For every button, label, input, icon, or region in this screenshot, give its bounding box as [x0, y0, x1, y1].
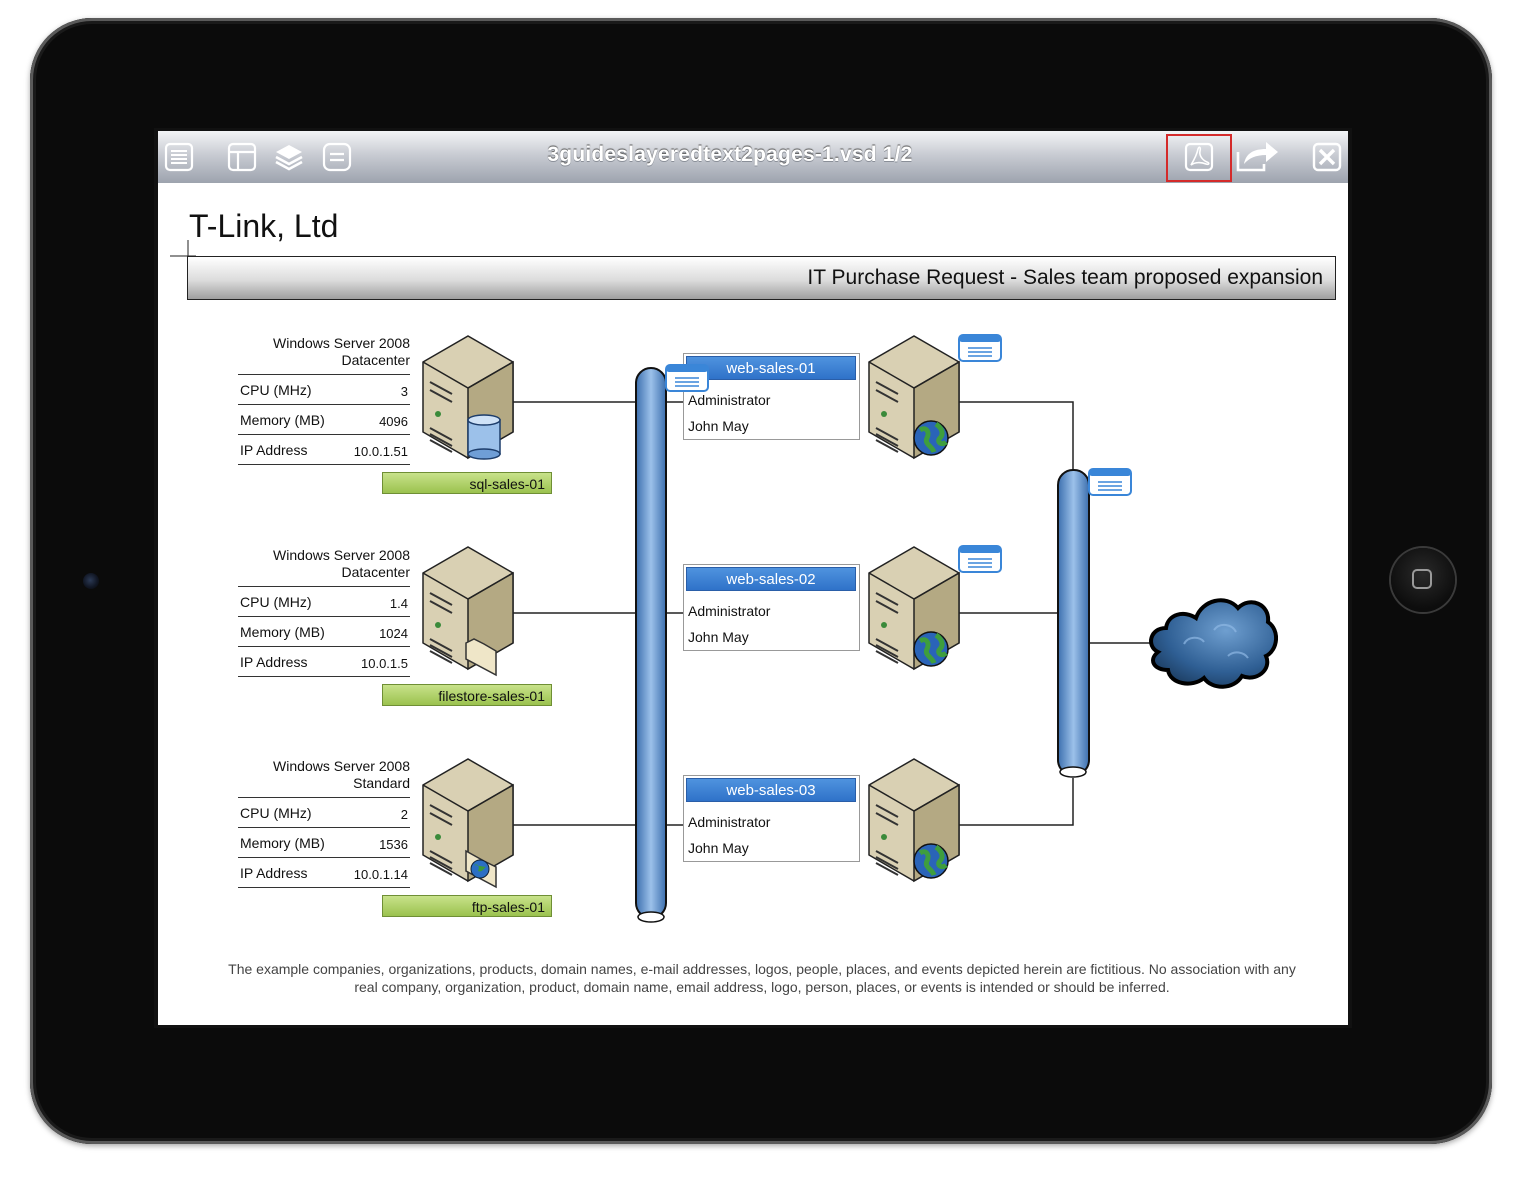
disclaimer: The example companies, organizations, pr… [190, 960, 1334, 996]
camera-icon [83, 573, 99, 589]
server-icon [422, 546, 514, 677]
web-server-role: Administrator [688, 392, 771, 408]
viewer-toolbar [158, 131, 1348, 184]
os-line: Windows Server 2008 [273, 758, 410, 774]
server-name-tag: ftp-sales-01 [382, 895, 552, 917]
os-line: Windows Server 2008 [273, 335, 410, 351]
os-line: Windows Server 2008 [273, 547, 410, 563]
layers-icon [275, 145, 303, 171]
web-server-icon [868, 335, 960, 460]
os-edition: Datacenter [341, 352, 410, 368]
web-server-name: web-sales-03 [686, 778, 856, 802]
spec-row-memory: Memory (MB)4096 [238, 404, 410, 434]
web-server-role: Administrator [688, 603, 771, 619]
globe-icon [913, 631, 949, 667]
web-server-user: John May [688, 840, 749, 856]
database-icon [467, 414, 501, 460]
disclaimer-line: real company, organization, product, dom… [354, 979, 1170, 995]
page-layout-button[interactable] [227, 142, 257, 172]
server-spec-sql: Windows Server 2008 Datacenter CPU (MHz)… [238, 335, 410, 465]
web-server-card: web-sales-02 Administrator John May [683, 564, 860, 651]
menu-button[interactable] [322, 142, 352, 172]
web-server-icon [868, 758, 960, 883]
share-button[interactable] [1234, 138, 1280, 176]
spec-row-memory: Memory (MB)1536 [238, 827, 410, 857]
spec-row-cpu: CPU (MHz)1.4 [238, 586, 410, 616]
spec-row-memory: Memory (MB)1024 [238, 616, 410, 646]
request-banner: IT Purchase Request - Sales team propose… [187, 256, 1336, 300]
close-button[interactable] [1312, 142, 1342, 172]
globe-icon [913, 420, 949, 456]
pdf-button-highlight [1166, 134, 1232, 182]
page-layout-icon [227, 142, 257, 172]
layers-button[interactable] [274, 142, 304, 172]
network-bus-left [635, 367, 667, 923]
internet-cloud-icon [1149, 598, 1278, 689]
company-title: T-Link, Ltd [189, 208, 339, 244]
close-icon [1312, 142, 1342, 172]
home-button-square-icon [1412, 569, 1432, 589]
server-name-tag: filestore-sales-01 [382, 684, 552, 706]
web-server-card: web-sales-03 Administrator John May [683, 775, 860, 862]
comment-note-icon[interactable] [665, 364, 709, 394]
os-edition: Standard [353, 775, 410, 791]
pdf-icon [1184, 142, 1214, 172]
server-name-tag: sql-sales-01 [382, 472, 552, 494]
network-bus-right [1057, 469, 1090, 778]
spec-row-cpu: CPU (MHz)3 [238, 374, 410, 404]
server-icon [422, 758, 514, 889]
web-server-card: web-sales-01 Administrator John May [683, 353, 860, 440]
comment-note-icon[interactable] [958, 334, 1002, 364]
server-spec-ftp: Windows Server 2008 Standard CPU (MHz)2 … [238, 758, 410, 888]
web-server-role: Administrator [688, 814, 771, 830]
os-edition: Datacenter [341, 564, 410, 580]
home-button[interactable] [1391, 548, 1455, 612]
export-pdf-button[interactable] [1184, 142, 1214, 172]
document-list-button[interactable] [164, 142, 194, 172]
divider [238, 676, 410, 677]
web-server-name: web-sales-01 [686, 356, 856, 380]
web-server-name: web-sales-02 [686, 567, 856, 591]
spec-row-cpu: CPU (MHz)2 [238, 797, 410, 827]
server-icon [422, 335, 514, 460]
menu-icon [322, 142, 352, 172]
folder-icon [465, 638, 497, 677]
comment-note-icon[interactable] [1088, 468, 1132, 498]
globe-icon [913, 843, 949, 879]
document-title: 3guideslayeredtext2pages-1.vsd 1/2 [547, 143, 913, 166]
divider [238, 887, 410, 888]
list-icon [164, 142, 194, 172]
disclaimer-line: The example companies, organizations, pr… [228, 961, 1296, 977]
server-spec-filestore: Windows Server 2008 Datacenter CPU (MHz)… [238, 547, 410, 677]
share-icon [1236, 142, 1278, 172]
banner-text: IT Purchase Request - Sales team propose… [807, 266, 1323, 289]
web-server-user: John May [688, 629, 749, 645]
comment-note-icon[interactable] [958, 545, 1002, 575]
web-server-user: John May [688, 418, 749, 434]
divider [238, 464, 410, 465]
ftp-globe-icon [465, 849, 497, 889]
web-server-icon [868, 546, 960, 671]
